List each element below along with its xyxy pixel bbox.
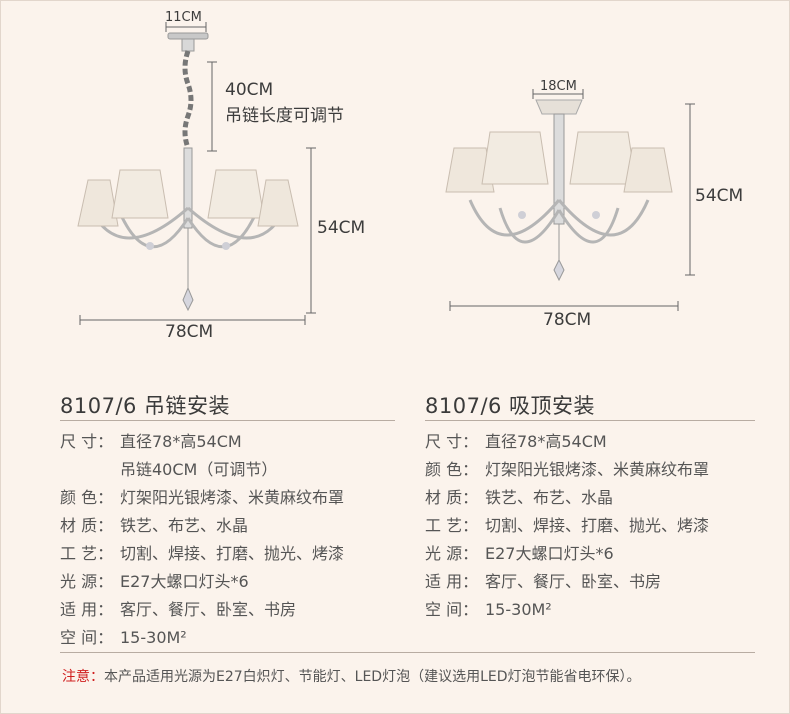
divider — [60, 420, 395, 421]
footnote: 注意：本产品适用光源为E27白炽灯、节能灯、LED灯泡（建议选用LED灯泡节能省… — [62, 666, 641, 686]
spec-size: 尺 寸：直径78*高54CM — [425, 432, 607, 451]
note-text: 本产品适用光源为E27白炽灯、节能灯、LED灯泡（建议选用LED灯泡节能省电环保… — [104, 669, 641, 685]
pendant-install-title: 8107/6 吊链安装 — [60, 394, 231, 418]
canopy-width-label: 18CM — [540, 79, 577, 94]
divider — [60, 652, 755, 653]
spec-space: 空 间：15-30M² — [425, 600, 552, 619]
width-label: 78CM — [543, 310, 592, 330]
spec-material: 材 质：铁艺、布艺、水晶 — [425, 488, 614, 507]
spec-suitable: 适 用：客厅、餐厅、卧室、书房 — [60, 600, 297, 619]
spec-craft: 工 艺：切割、焊接、打磨、抛光、烤漆 — [425, 516, 710, 535]
width-label: 78CM — [165, 322, 214, 342]
spec-color: 颜 色：灯架阳光银烤漆、米黄麻纹布罩 — [425, 460, 710, 479]
chandelier-pendant-illustration — [77, 22, 316, 325]
spec-craft: 工 艺：切割、焊接、打磨、抛光、烤漆 — [60, 544, 345, 563]
spec-size: 尺 寸：直径78*高54CM — [60, 432, 242, 451]
divider — [425, 420, 755, 421]
note-prefix: 注意： — [62, 669, 104, 685]
chain-length-label: 40CM — [225, 80, 274, 100]
chain-adjustable-label: 吊链长度可调节 — [225, 106, 344, 126]
chandelier-ceiling-illustration — [445, 89, 695, 311]
spec-chain: 吊链40CM（可调节） — [120, 460, 278, 479]
spec-color: 颜 色：灯架阳光银烤漆、米黄麻纹布罩 — [60, 488, 345, 507]
ceiling-install-title: 8107/6 吸顶安装 — [425, 394, 596, 418]
top-width-label: 11CM — [165, 10, 202, 25]
spec-light-source: 光 源：E27大螺口灯头*6 — [425, 544, 614, 563]
spec-light-source: 光 源：E27大螺口灯头*6 — [60, 572, 249, 591]
height-label: 54CM — [317, 218, 366, 238]
spec-space: 空 间：15-30M² — [60, 628, 187, 647]
spec-material: 材 质：铁艺、布艺、水晶 — [60, 516, 249, 535]
spec-suitable: 适 用：客厅、餐厅、卧室、书房 — [425, 572, 662, 591]
height-label: 54CM — [695, 186, 744, 206]
